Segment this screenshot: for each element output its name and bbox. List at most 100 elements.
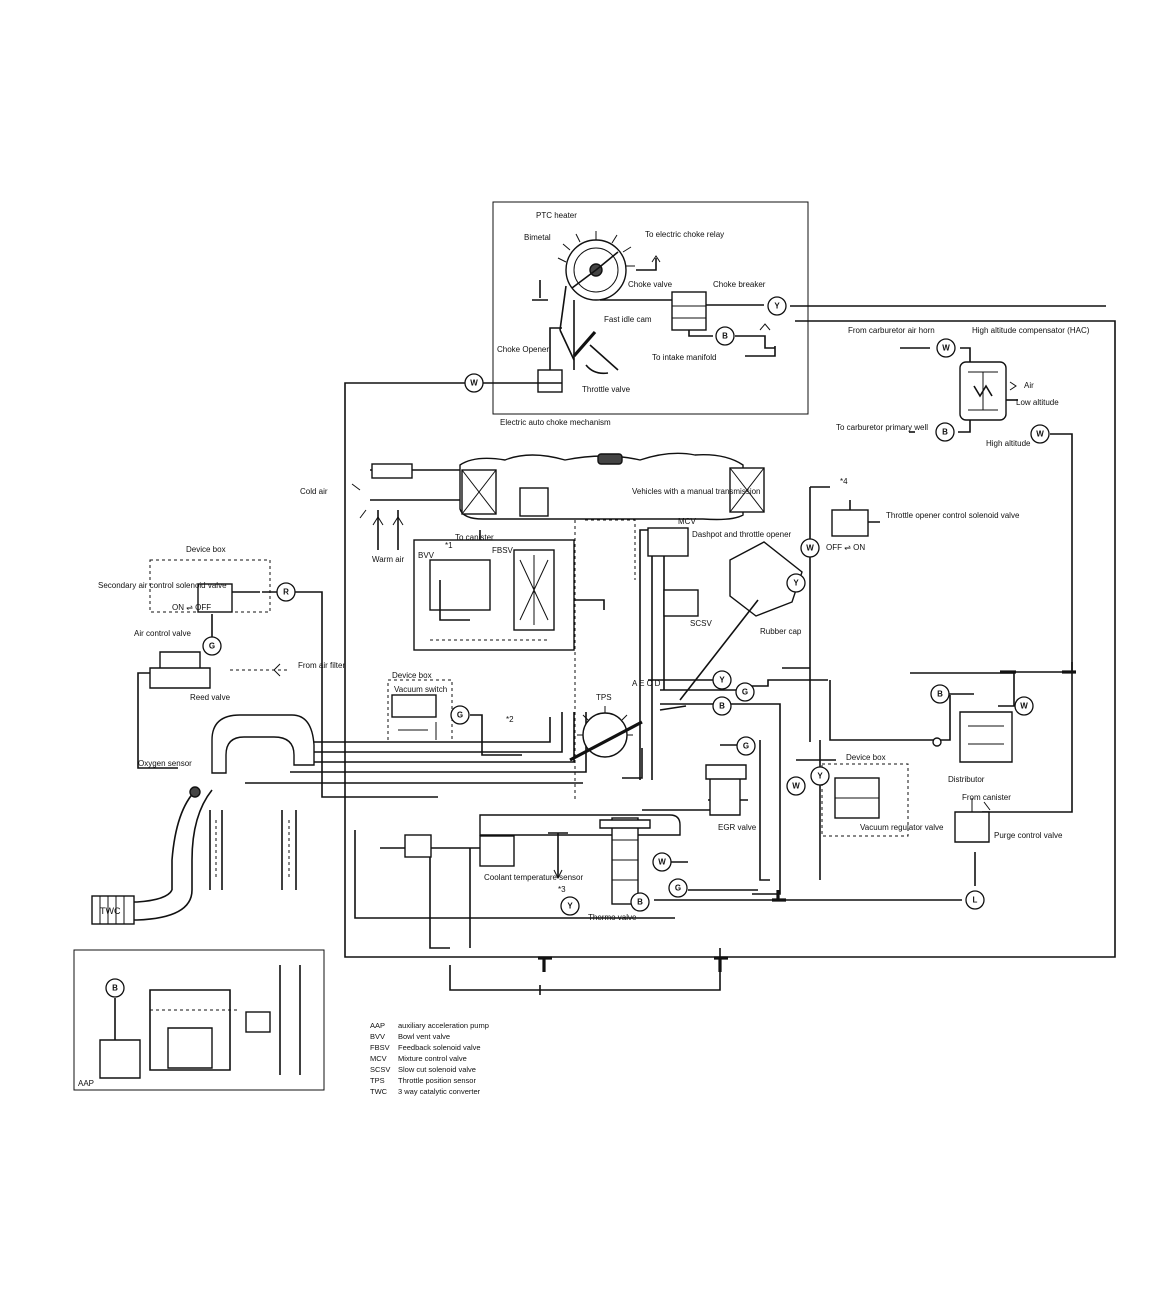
auto-choke-frame (492, 201, 809, 415)
mark-4: *4 (840, 477, 848, 486)
badge-w-thermo: W (652, 852, 672, 872)
secondary-air-solenoid (197, 583, 233, 613)
label-bimetal: Bimetal (524, 233, 551, 242)
svg-text:SCSV: SCSV (370, 1065, 390, 1074)
mcv-unit (647, 527, 689, 557)
label-to-canister: To canister (455, 533, 494, 542)
label-ports: A E C D (632, 679, 661, 688)
svg-text:Slow cut solenoid valve: Slow cut solenoid valve (398, 1065, 476, 1074)
egr-valve-body (709, 774, 741, 816)
svg-text:Y: Y (817, 772, 823, 781)
svg-text:Feedback solenoid valve: Feedback solenoid valve (398, 1043, 481, 1052)
svg-text:W: W (1036, 430, 1044, 439)
svg-text:R: R (283, 588, 289, 597)
label-egr-valve: EGR valve (718, 823, 757, 832)
label-warm-air: Warm air (372, 555, 404, 564)
label-oxygen-sensor: Oxygen sensor (138, 759, 192, 768)
badge-b-hac: B (935, 422, 955, 442)
aap-inset-frame (73, 949, 325, 1091)
label-to-intake-manifold: To intake manifold (652, 353, 716, 362)
label-device-box-mid: Device box (392, 671, 432, 680)
label-twc: TWC (100, 906, 121, 916)
badge-b-port: B (712, 696, 732, 716)
badge-r: R (276, 582, 296, 602)
label-bvv: BVV (418, 551, 435, 560)
svg-text:AAP: AAP (370, 1021, 385, 1030)
label-dashpot: Dashpot and throttle opener (692, 530, 792, 539)
aap-housing (149, 989, 231, 1071)
svg-text:TWC: TWC (370, 1087, 388, 1096)
badge-b-distributor: B (930, 684, 950, 704)
label-distributor: Distributor (948, 775, 985, 784)
mark-3: *3 (558, 885, 566, 894)
mark-1: *1 (445, 541, 453, 550)
badge-y-coolant: Y (560, 896, 580, 916)
label-choke-opener: Choke Opener (497, 345, 549, 354)
label-vacuum-regulator: Vacuum regulator valve (860, 823, 944, 832)
label-cold-air: Cold air (300, 487, 328, 496)
bvv-chamber (429, 559, 491, 611)
svg-text:Y: Y (567, 902, 573, 911)
badge-y-dashpot: Y (786, 573, 806, 593)
svg-text:B: B (719, 702, 725, 711)
label-from-carburetor-air-horn: From carburetor air horn (848, 326, 935, 335)
label-throttle-opener-solenoid: Throttle opener control solenoid valve (886, 511, 1020, 520)
svg-text:B: B (637, 898, 643, 907)
label-choke-breaker: Choke breaker (713, 280, 766, 289)
label-aap: AAP (78, 1079, 94, 1088)
svg-text:FBSV: FBSV (370, 1043, 390, 1052)
svg-text:G: G (209, 642, 215, 651)
badge-g-air: G (202, 636, 222, 656)
label-air: Air (1024, 381, 1034, 390)
svg-text:B: B (942, 428, 948, 437)
badge-g-port: G (735, 682, 755, 702)
exhaust-manifold (211, 714, 315, 774)
svg-text:G: G (457, 711, 463, 720)
label-vehicles-manual: Vehicles with a manual transmission (632, 487, 761, 496)
badge-g-vacuum: G (450, 705, 470, 725)
label-fast-idle-cam: Fast idle cam (604, 315, 652, 324)
label-fbsv: FBSV (492, 546, 514, 555)
svg-text:G: G (742, 688, 748, 697)
device-box-right-frame (821, 763, 909, 837)
badge-b-aap: B (105, 978, 125, 998)
choke-breaker-unit (671, 291, 707, 331)
labels: PTC heater Bimetal To electric choke rel… (78, 211, 1090, 1088)
badge-y-choke: Y (767, 296, 787, 316)
svg-text:Y: Y (793, 579, 799, 588)
label-choke-valve: Choke valve (628, 280, 673, 289)
badge-b-thermo: B (630, 892, 650, 912)
badge-w-hac-top: W (936, 338, 956, 358)
label-vacuum-switch: Vacuum switch (394, 685, 447, 694)
badge-w-distributor: W (1014, 696, 1034, 716)
badge-w-regulator: W (786, 776, 806, 796)
label-from-air-filter: From air filter (298, 661, 345, 670)
svg-text:B: B (112, 984, 118, 993)
svg-text:G: G (675, 884, 681, 893)
badge-l-purge: L (965, 890, 985, 910)
svg-text:B: B (937, 690, 943, 699)
label-electric-auto-choke: Electric auto choke mechanism (500, 418, 611, 427)
label-to-carburetor-primary-well: To carburetor primary well (836, 423, 928, 432)
badge-w-throttle: W (800, 538, 820, 558)
left-components (91, 559, 453, 925)
label-scsv: SCSV (690, 619, 712, 628)
reed-valve-body (149, 667, 211, 689)
label-to-electric-choke-relay: To electric choke relay (645, 230, 724, 239)
svg-text:TPS: TPS (370, 1076, 385, 1085)
label-throttle-valve: Throttle valve (582, 385, 631, 394)
label-rubber-cap: Rubber cap (760, 627, 802, 636)
thermo-valve-body (611, 817, 639, 905)
carb-top-fitting (519, 487, 549, 517)
svg-text:W: W (470, 379, 478, 388)
svg-text:W: W (1020, 702, 1028, 711)
svg-text:L: L (973, 896, 978, 905)
coolant-sensor-body (479, 835, 515, 867)
choke-opener-unit (537, 369, 563, 393)
svg-text:W: W (658, 858, 666, 867)
